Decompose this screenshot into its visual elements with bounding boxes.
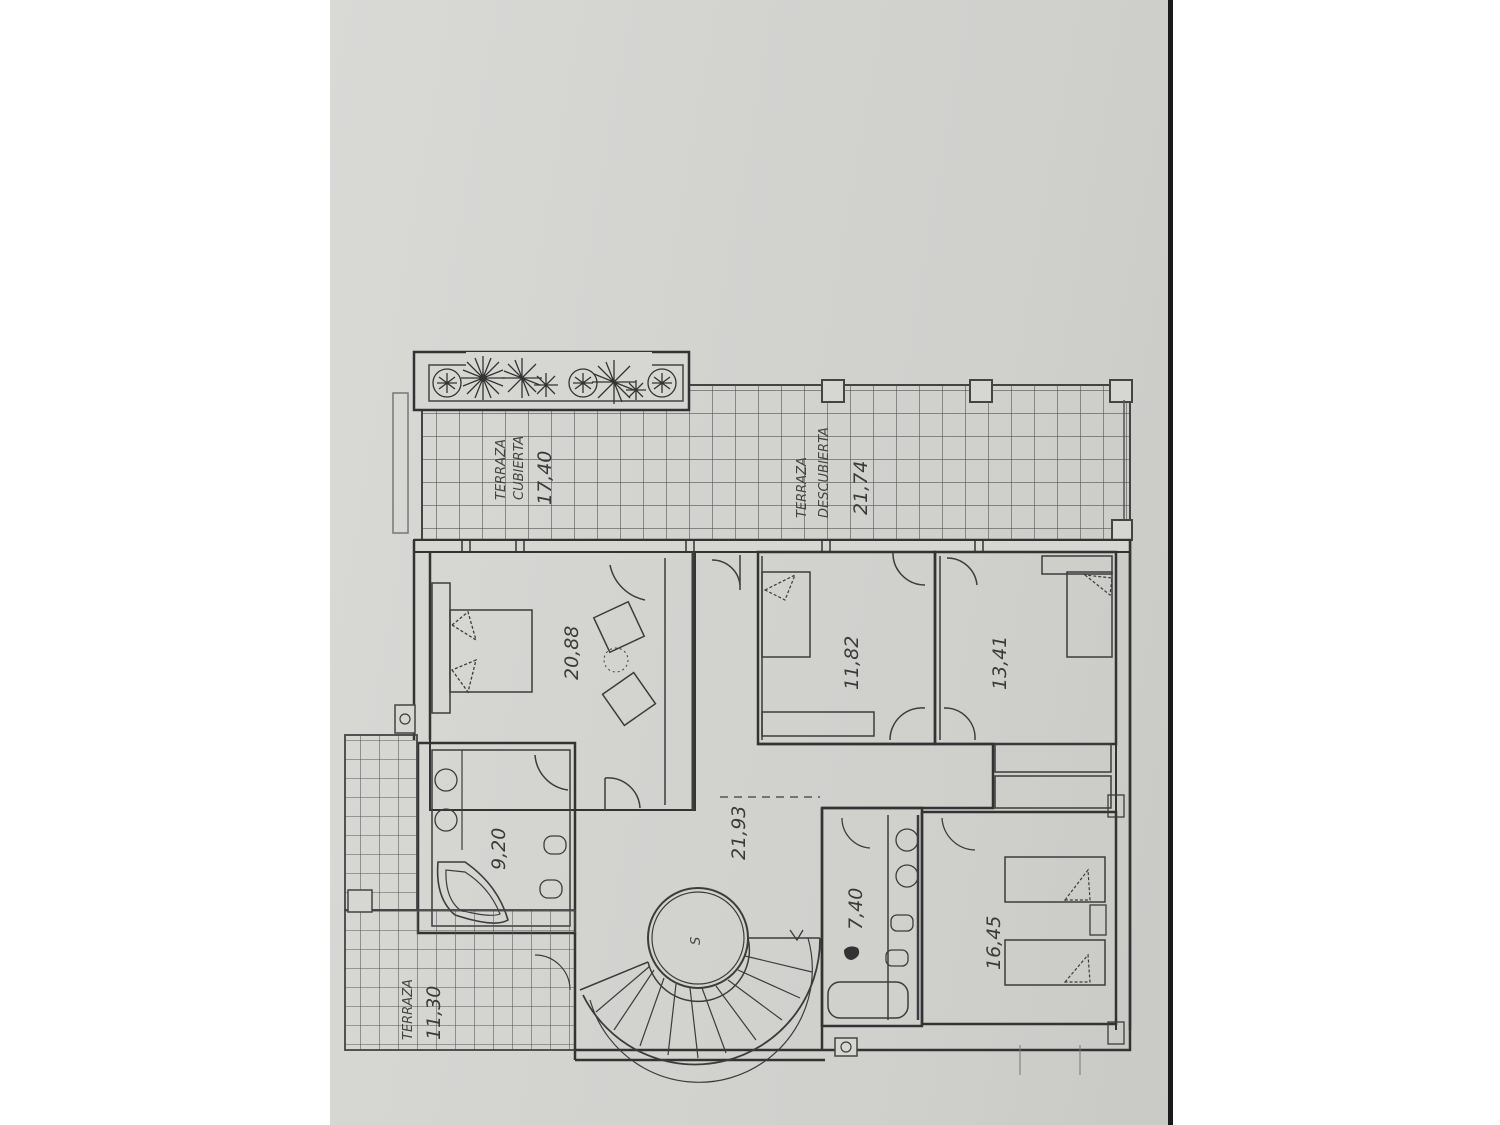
room-labels: TERRAZA CUBIERTA 17,40 TERRAZA DESCUBIER… <box>401 427 1011 1040</box>
paper-edge-shadow <box>1168 0 1173 1125</box>
label-terraza-cubierta-2: CUBIERTA <box>512 436 527 500</box>
label-bedroom4-area: 16,45 <box>983 916 1005 970</box>
label-bath2-area: 7,40 <box>845 888 867 930</box>
planter-plants <box>432 356 677 404</box>
window-marks <box>461 540 984 552</box>
label-terraza-side-area: 11,30 <box>423 986 445 1040</box>
room-master-bedroom <box>429 551 696 811</box>
corridor <box>758 742 1112 810</box>
room-bedroom-2 <box>711 550 937 746</box>
room-bath-2 <box>820 806 924 1057</box>
label-master-bath-area: 9,20 <box>488 828 510 870</box>
label-terraza-cubierta-1: TERRAZA <box>494 439 509 500</box>
terrace-top <box>392 350 1133 541</box>
label-terraza-cubierta-area: 17,40 <box>534 451 556 505</box>
stair-symbol: S <box>689 937 704 945</box>
label-terraza-descubierta-2: DESCUBIERTA <box>817 427 832 518</box>
room-hall-stair <box>534 796 825 1083</box>
label-hall-area: 21,93 <box>728 806 750 860</box>
room-bedroom-4 <box>920 794 1125 1075</box>
label-bedroom2-area: 11,82 <box>841 636 863 690</box>
label-bedroom3-area: 13,41 <box>989 636 1011 690</box>
room-bedroom-3 <box>933 550 1118 746</box>
label-terraza-descubierta-area: 21,74 <box>850 461 872 515</box>
terrace-side <box>344 704 576 1051</box>
label-terraza-side: TERRAZA <box>401 979 416 1040</box>
label-master-bedroom-area: 20,88 <box>561 626 583 680</box>
label-terraza-descubierta-1: TERRAZA <box>795 457 810 518</box>
